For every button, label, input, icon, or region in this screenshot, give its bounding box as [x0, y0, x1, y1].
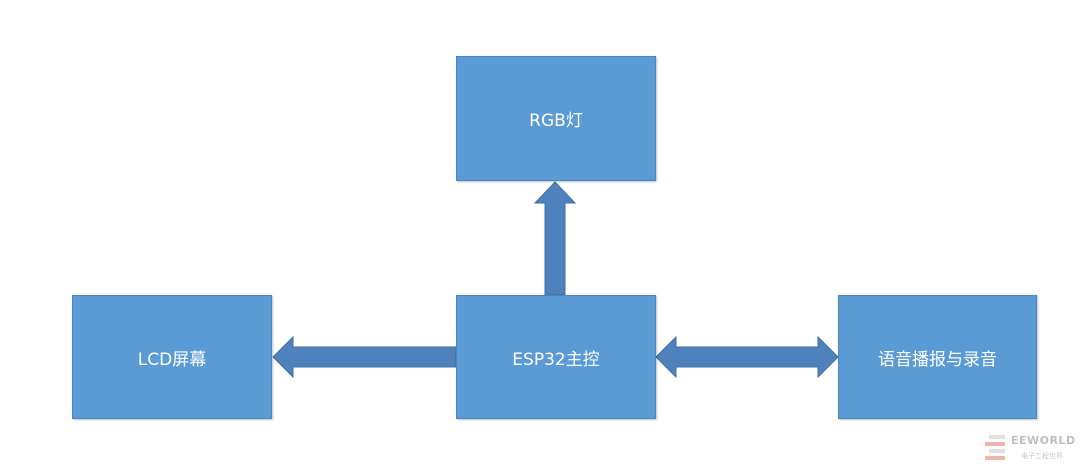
arrow-esp-voice-bidirectional	[655, 335, 839, 379]
voice-module-label: 语音播报与录音	[878, 349, 997, 370]
rgb-led-label: RGB灯	[529, 111, 583, 131]
arrow-esp-to-lcd	[272, 335, 457, 379]
eeworld-watermark: EEWORLD 电子工程世界	[985, 432, 1085, 466]
watermark-subtitle: 电子工程世界	[1021, 452, 1063, 460]
arrow-esp-to-rgb	[533, 181, 577, 296]
esp32-controller-label: ESP32主控	[512, 349, 600, 370]
watermark-brand: EEWORLD	[1011, 434, 1076, 447]
eeworld-logo-icon	[985, 435, 1005, 460]
lcd-screen-label: LCD屏幕	[137, 349, 207, 370]
lcd-screen-node: LCD屏幕	[72, 295, 272, 419]
voice-module-node: 语音播报与录音	[838, 295, 1037, 419]
rgb-led-node: RGB灯	[456, 56, 656, 181]
esp32-controller-node: ESP32主控	[456, 295, 656, 419]
